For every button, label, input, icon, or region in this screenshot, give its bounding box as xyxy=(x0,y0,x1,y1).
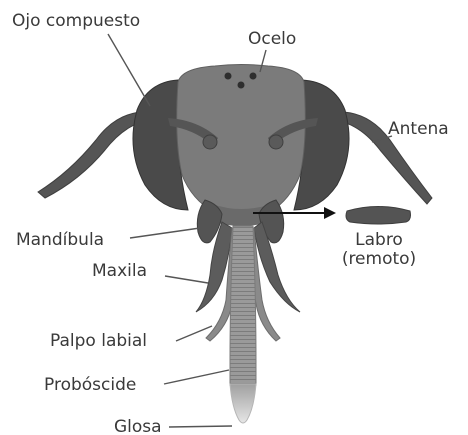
labrum-removed xyxy=(346,207,411,225)
ocellus-right xyxy=(250,73,257,80)
label-maxilla: Maxila xyxy=(92,261,147,281)
leader-line-glossa xyxy=(169,426,232,427)
leader-line-maxilla xyxy=(165,276,208,283)
leader-line-compound-eye xyxy=(108,34,150,106)
label-antenna: Antena xyxy=(388,119,449,139)
label-labrum-line1: Labro xyxy=(355,230,403,250)
antenna-socket-left-top xyxy=(203,135,217,149)
leader-line-mandible xyxy=(130,228,200,238)
proboscis xyxy=(230,226,256,385)
antenna-socket-right-top xyxy=(269,135,283,149)
leader-line-proboscis xyxy=(164,370,229,384)
label-glossa: Glosa xyxy=(114,417,162,435)
label-labial-palp: Palpo labial xyxy=(50,331,147,351)
labrum-arrow-head xyxy=(324,207,336,219)
label-ocellus: Ocelo xyxy=(248,29,296,49)
glossa xyxy=(230,384,256,423)
ocellus-center xyxy=(238,82,245,89)
label-labrum-line2: (remoto) xyxy=(342,249,416,269)
label-compound-eye: Ojo compuesto xyxy=(12,11,140,31)
ocellus-left xyxy=(225,73,232,80)
label-proboscis: Probóscide xyxy=(44,375,136,395)
label-mandible: Mandíbula xyxy=(16,230,104,250)
